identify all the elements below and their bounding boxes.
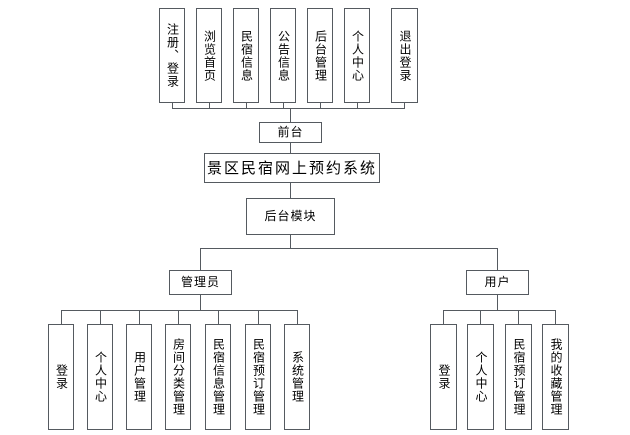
connector-admin-stub-1: [61, 310, 62, 324]
admin-item-geren-zhongxin[interactable]: 个人中心: [87, 324, 113, 430]
connector-user-stub-1: [443, 310, 444, 324]
connector-roles-bus: [200, 248, 498, 249]
admin-item-minsu-xinxi-guanli[interactable]: 民宿信息管理: [205, 324, 231, 430]
admin-item-denglu[interactable]: 登录: [48, 324, 74, 430]
connector-frontend-stub-7: [404, 103, 405, 109]
admin-item-yonghu-guanli[interactable]: 用户管理: [126, 324, 152, 430]
connector-qiantai-to-root: [290, 143, 291, 154]
frontend-item-houtai-guanli[interactable]: 后台管理: [307, 8, 333, 103]
connector-bus-to-user: [497, 248, 498, 270]
connector-admin-to-bus: [200, 295, 201, 310]
connector-frontend-stub-2: [209, 103, 210, 109]
connector-admin-stub-4: [178, 310, 179, 324]
role-admin-box[interactable]: 管理员: [169, 270, 232, 295]
admin-item-xitong-guanli[interactable]: 系统管理: [284, 324, 310, 430]
frontend-item-zhuce-denglu[interactable]: 注册、登录: [159, 8, 185, 103]
connector-user-stub-2: [480, 310, 481, 324]
admin-item-minsu-yuding-guanli[interactable]: 民宿预订管理: [245, 324, 271, 430]
connector-frontend-stub-5: [320, 103, 321, 109]
connector-admin-stub-6: [258, 310, 259, 324]
connector-user-stub-3: [518, 310, 519, 324]
user-item-minsu-yuding-guanli[interactable]: 民宿预订管理: [505, 324, 532, 430]
connector-admin-stub-2: [100, 310, 101, 324]
role-user-box[interactable]: 用户: [466, 270, 529, 295]
connector-frontend-stub-1: [172, 103, 173, 109]
user-item-denglu[interactable]: 登录: [430, 324, 457, 430]
frontend-item-geren-zhongxin[interactable]: 个人中心: [344, 8, 370, 103]
frontend-item-liulan-shouye[interactable]: 浏览首页: [196, 8, 222, 103]
backend-group-box[interactable]: 后台模块: [246, 198, 335, 235]
connector-backend-to-bus: [290, 235, 291, 248]
connector-frontend-bus: [172, 108, 405, 109]
connector-frontend-bus-to-qiantai: [290, 108, 291, 122]
frontend-item-minsu-xinxi[interactable]: 民宿信息: [233, 8, 259, 103]
connector-frontend-stub-6: [357, 103, 358, 109]
connector-admin-stub-7: [297, 310, 298, 324]
system-root-box[interactable]: 景区民宿网上预约系统: [204, 153, 380, 183]
admin-item-fangjian-fenlei-guanli[interactable]: 房间分类管理: [165, 324, 191, 430]
frontend-group-box[interactable]: 前台: [259, 122, 322, 143]
connector-user-children-bus: [443, 310, 555, 311]
connector-user-to-bus: [497, 295, 498, 310]
connector-bus-to-admin: [200, 248, 201, 270]
user-item-geren-zhongxin[interactable]: 个人中心: [467, 324, 494, 430]
connector-admin-stub-3: [139, 310, 140, 324]
frontend-item-gonggao-xinxi[interactable]: 公告信息: [270, 8, 296, 103]
connector-frontend-stub-4: [283, 103, 284, 109]
connector-admin-stub-5: [218, 310, 219, 324]
connector-root-to-backend: [290, 183, 291, 198]
frontend-item-tuichu-denglu[interactable]: 退出登录: [391, 8, 418, 103]
user-item-wode-shoucang-guanli[interactable]: 我的收藏管理: [542, 324, 569, 430]
connector-frontend-stub-3: [246, 103, 247, 109]
connector-user-stub-4: [555, 310, 556, 324]
connector-admin-children-bus: [61, 310, 298, 311]
